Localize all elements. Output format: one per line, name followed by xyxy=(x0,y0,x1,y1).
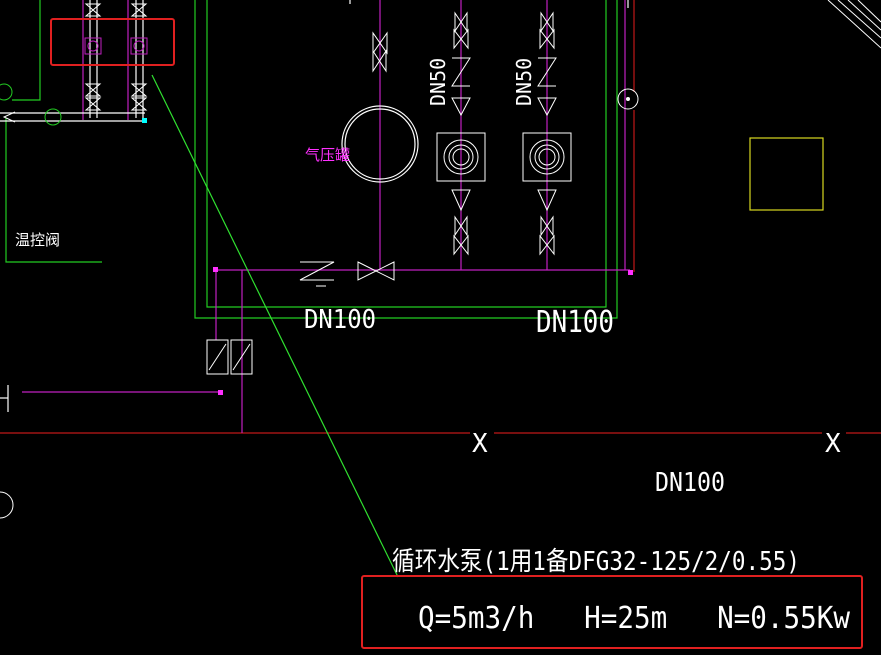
branch-riser-right xyxy=(522,11,572,256)
label-dn100-header-left: DN100 xyxy=(304,305,376,335)
pump-title-text: 循环水泵(1用1备DFG32-125/2/0.55) xyxy=(392,547,800,577)
label-dn50-left: DN50 xyxy=(426,58,450,106)
label-dn50-right: DN50 xyxy=(512,58,536,106)
branch-riser-left xyxy=(436,11,486,256)
label-dn100-main: DN100 xyxy=(655,468,725,498)
partial-circle-left xyxy=(0,491,14,519)
pipe-break-mark-1: X xyxy=(472,429,488,459)
check-valve-pair xyxy=(206,339,253,375)
pressure-tank-valve xyxy=(372,31,388,73)
drain-point-dot xyxy=(626,97,630,101)
cyan-node-marker xyxy=(142,118,147,123)
red-main-pipe xyxy=(0,0,881,434)
green-pipe-lines xyxy=(5,0,618,319)
pump-leader-line xyxy=(151,74,399,578)
label-dn100-header-right: DN100 xyxy=(536,305,614,340)
equipment-box-yellow xyxy=(749,137,824,211)
label-pressure-tank: 气压罐 xyxy=(305,146,350,164)
drain-point-symbol xyxy=(617,88,639,110)
header-valves xyxy=(299,261,395,287)
magenta-node-markers xyxy=(213,267,633,395)
pump-spec-text: Q=5m3/h H=25m N=0.55Kw xyxy=(418,601,851,636)
hatched-wall xyxy=(827,0,881,49)
pressure-tank xyxy=(341,105,419,183)
left-pump-valve-group xyxy=(0,3,148,126)
label-temp-control-valve: 温控阀 xyxy=(15,231,60,249)
highlight-box-pump-spec xyxy=(361,575,863,649)
pipe-break-mark-2: X xyxy=(825,429,841,459)
magenta-pipes xyxy=(22,0,630,433)
highlight-box-pump-valves xyxy=(50,18,175,66)
